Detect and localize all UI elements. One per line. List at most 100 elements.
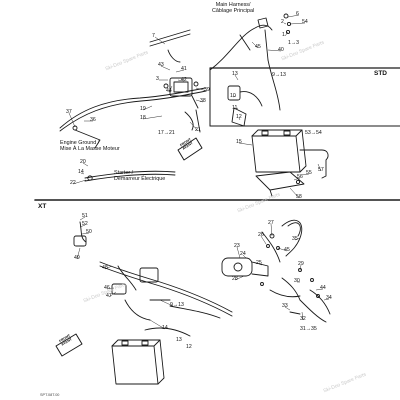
- xt-leader-line: [236, 246, 241, 259]
- xt-callout: 28: [232, 276, 238, 282]
- std-callout: 1→3: [288, 40, 299, 46]
- xt-leader-line: [323, 298, 330, 301]
- std-leader-line: [154, 36, 166, 45]
- xt-leader-line: [270, 223, 273, 237]
- std-callout: 7: [152, 33, 155, 39]
- xt-callout: 26: [258, 232, 264, 238]
- std-callout: 18: [140, 115, 146, 121]
- xt-leader-line: [294, 237, 301, 241]
- std-leader-line: [189, 121, 199, 132]
- xt-callout: 13: [176, 337, 182, 343]
- main-harness-caption-line2: Câblage Principal: [212, 8, 255, 14]
- starter-caption-line2: Démarreur Électrique: [114, 176, 166, 182]
- xt-leader-line: [301, 311, 304, 321]
- std-callout: 44: [166, 88, 172, 94]
- std-leader-line: [284, 31, 289, 37]
- std-leader-line: [195, 87, 208, 92]
- xt-callout: 52: [82, 221, 88, 227]
- xt-callout: 48: [102, 265, 108, 271]
- xt-callout: 25: [256, 260, 262, 266]
- xt-callout: 50: [86, 229, 92, 235]
- front-arrow-std: [177, 137, 203, 161]
- std-leader-line: [283, 22, 287, 25]
- std-leader-line: [289, 22, 306, 25]
- std-callout: 9→13: [272, 72, 286, 78]
- xt-callout: 34: [326, 295, 332, 301]
- std-leader-line: [267, 49, 282, 52]
- std-callout: 53→54: [305, 130, 322, 136]
- std-leader-line: [177, 79, 185, 82]
- xt-callout: 14: [162, 325, 168, 331]
- std-callout: 13: [232, 71, 238, 77]
- xt-callout: 32: [300, 316, 306, 322]
- std-callout: 56: [297, 174, 303, 180]
- xt-callout: 12: [186, 344, 192, 350]
- xt-callout: 31→35: [300, 326, 317, 332]
- xt-leader-line: [81, 232, 90, 235]
- std-callout: 11: [232, 105, 238, 111]
- xt-leader-line: [76, 247, 81, 260]
- std-callout: 1: [282, 32, 285, 38]
- std-callout: 36: [90, 117, 96, 123]
- front-arrow-xt: [55, 333, 83, 357]
- std-leader-line: [289, 187, 300, 199]
- std-callout: 54: [302, 19, 308, 25]
- std-callout: 37: [66, 109, 72, 115]
- std-leader-line: [238, 117, 241, 121]
- std-callout: 6: [296, 11, 299, 17]
- std-leader-line: [234, 107, 239, 110]
- xt-leader-line: [149, 319, 166, 330]
- std-callout: 20: [80, 159, 86, 165]
- xt-leader-line: [260, 235, 267, 245]
- std-leader-line: [160, 65, 171, 71]
- std-callout: 39: [204, 87, 210, 93]
- std-callout: 3: [156, 76, 159, 82]
- xt-leader-line: [315, 288, 324, 291]
- xt-leader-line: [277, 247, 288, 252]
- xt-callout: 47: [106, 293, 112, 299]
- xt-starter: [221, 257, 269, 277]
- section-std-label: STD: [374, 70, 387, 77]
- std-callout: 12: [236, 114, 242, 120]
- std-leader-line: [72, 179, 87, 185]
- xt-leader-line: [108, 291, 117, 298]
- std-leader-line: [175, 69, 185, 73]
- std-leader-line: [232, 95, 237, 98]
- xt-leader-line: [258, 263, 263, 266]
- engine-ground-caption-line1: Engine Ground /: [60, 140, 100, 146]
- xt-callout: 35: [292, 236, 298, 242]
- xt-callout: 23: [234, 243, 240, 249]
- xt-leader-line: [159, 299, 174, 307]
- std-callout: 22: [70, 180, 76, 186]
- engine-ground-caption: Engine Ground / Mise À La Masse Moteur: [60, 140, 120, 152]
- std-leader-line: [287, 14, 300, 18]
- std-callout: 45: [255, 44, 261, 50]
- xt-leader-line: [242, 254, 247, 259]
- xt-callout: 27: [268, 220, 274, 226]
- std-battery: [251, 129, 307, 173]
- engine-ground-caption-line2: Mise À La Masse Moteur: [60, 146, 120, 152]
- main-harness-cable: [209, 24, 273, 71]
- xt-callout: 24: [240, 251, 246, 257]
- std-leader-line: [142, 115, 163, 120]
- std-leader-line: [238, 142, 253, 146]
- std-callout: 41: [181, 66, 187, 72]
- std-callout: 58: [296, 194, 302, 200]
- std-leader-line: [317, 163, 322, 172]
- xt-leader-line: [79, 224, 86, 228]
- std-leader-line: [195, 99, 204, 103]
- xt-battery: [111, 339, 165, 385]
- starter-caption-line1: Starter /: [114, 170, 134, 176]
- starter-caption: Starter / Démarreur Électrique: [114, 170, 165, 182]
- std-callout: 2: [281, 19, 284, 25]
- std-leader-line: [68, 112, 76, 128]
- std-callout: 55: [306, 170, 312, 176]
- main-harness-caption: Main Harness/ Câblage Principal: [212, 2, 254, 14]
- xt-leader-line: [234, 275, 245, 281]
- std-callout: 21: [195, 127, 201, 133]
- std-leader-line: [301, 173, 310, 176]
- main-harness-caption-line1: Main Harness/: [215, 2, 251, 8]
- std-callout: 10: [230, 93, 236, 99]
